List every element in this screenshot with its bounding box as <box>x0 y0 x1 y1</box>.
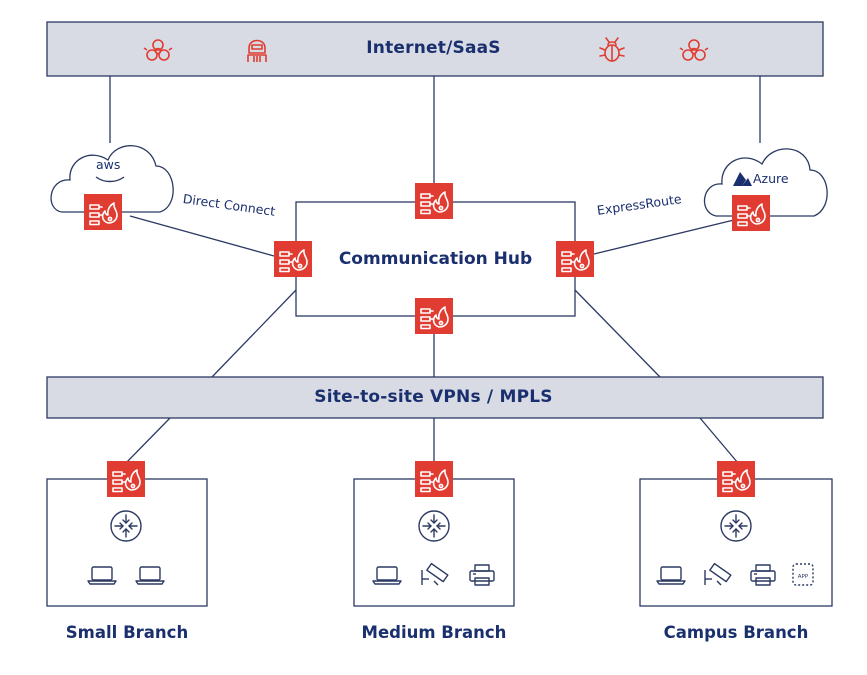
vpn-small-branch-line <box>125 417 171 464</box>
small-branch-box <box>46 478 208 607</box>
small-branch-router-icon <box>110 510 142 542</box>
aws-hub-line <box>129 215 275 257</box>
campus-branch-label: Campus Branch <box>663 623 809 642</box>
aws-firewall-icon <box>83 193 123 231</box>
communication-hub-box <box>295 201 576 317</box>
aws-label: aws <box>96 157 121 172</box>
hub-firewall-bottom-icon <box>414 297 454 335</box>
azure-firewall-icon <box>731 194 771 232</box>
aws-logo-smile <box>95 176 125 183</box>
medium-branch-firewall-icon <box>414 460 454 498</box>
campus-branch-router-icon <box>720 510 752 542</box>
aws-cloud <box>50 145 174 213</box>
campus-branch-firewall-icon <box>716 460 756 498</box>
connector-lines <box>109 76 761 464</box>
internet-saas-label: Internet/SaaS <box>366 38 501 58</box>
azure-logo-icon <box>733 172 752 186</box>
small-branch-firewall-icon <box>106 460 146 498</box>
hub-azure-line <box>593 218 739 255</box>
vpn-campus-branch-line <box>699 417 739 464</box>
medium-branch-router-icon <box>418 510 450 542</box>
small-branch-label: Small Branch <box>65 623 189 642</box>
azure-label: Azure <box>753 171 789 186</box>
communication-hub-label: Communication Hub <box>338 249 533 269</box>
hub-vpn-right-line <box>574 289 661 378</box>
hub-vpn-left-line <box>211 289 297 378</box>
hub-firewall-top-icon <box>414 182 454 220</box>
vpn-mpls-bar <box>46 376 824 419</box>
medium-branch-label: Medium Branch <box>361 623 507 642</box>
vpn-mpls-label: Site-to-site VPNs / MPLS <box>314 387 553 407</box>
campus-branch-box <box>639 478 833 607</box>
medium-branch-box <box>353 478 515 607</box>
